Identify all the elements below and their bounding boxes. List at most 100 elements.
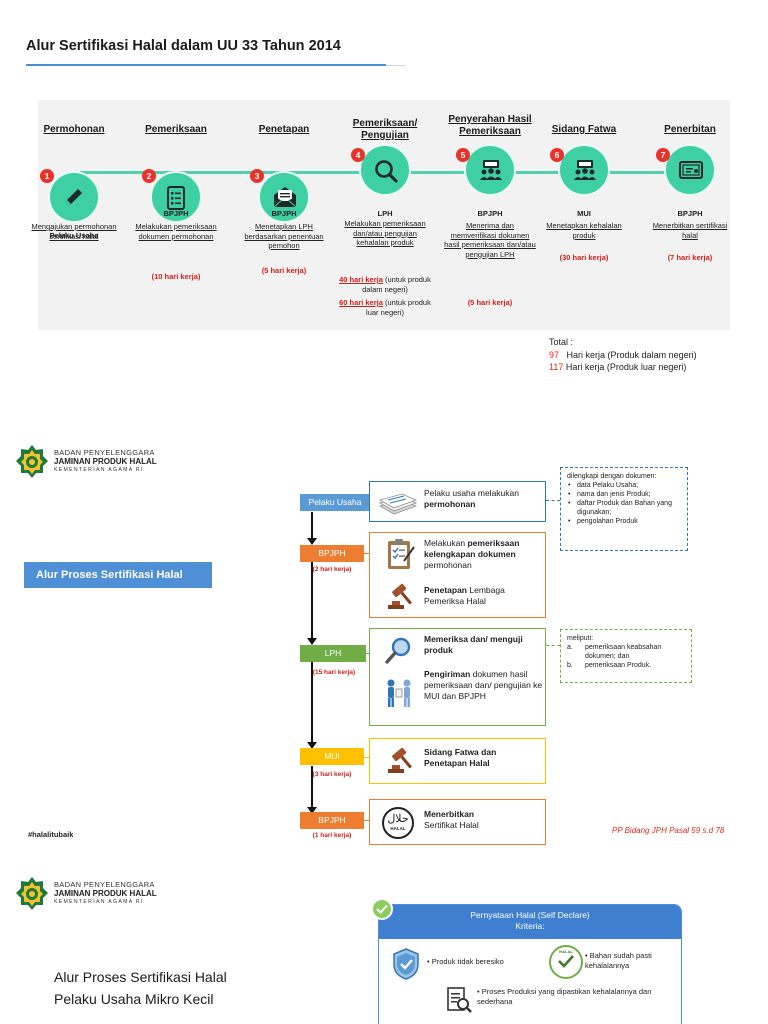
step-description: Menetapkan kehalalan produk <box>546 221 622 240</box>
step-actor: MUI <box>577 209 591 218</box>
step-actor: BPJPH <box>163 209 189 218</box>
step-number-badge: 7 <box>656 148 670 162</box>
step-circle <box>464 144 516 196</box>
note-heading: meliputi: <box>567 635 594 642</box>
note-item: pengolahan Produk <box>567 517 681 526</box>
papers-stack-icon <box>378 493 418 515</box>
step-duration: (7 hari kerja) <box>667 253 713 262</box>
step-circle <box>359 144 411 196</box>
checklist-icon <box>167 186 185 210</box>
flow-line <box>311 512 313 542</box>
step-circle <box>558 144 610 196</box>
step-title: Permohonan <box>43 124 105 135</box>
box-text-plain: permohonan <box>424 560 472 570</box>
process-panel <box>38 100 730 330</box>
title-underline-tail <box>386 65 406 66</box>
step-title: Penyerahan Hasil Pemeriksaan <box>448 114 532 137</box>
note-item: a.pemeriksaan keabsahan dokumen; dan <box>567 643 685 661</box>
step-title: Sidang Fatwa <box>551 124 617 135</box>
halal-logo-icon: حلال HALAL <box>382 807 414 839</box>
check-circle-icon <box>371 898 393 920</box>
box-text-plain: Melakukan <box>424 538 468 548</box>
box-text: Pelaku usaha melakukan permohonan <box>424 488 544 510</box>
magnifier-icon <box>375 160 398 183</box>
halal-label: HALAL <box>390 826 406 831</box>
halal-certified-badge-icon: HALAL <box>549 945 583 979</box>
step-duration-domestic: 40 hari kerja (untuk produk dalam negeri… <box>337 275 433 294</box>
box-text-plain: Lembaga Pemeriksa Halal <box>424 585 505 606</box>
self-declare-card: Pernyataan Halal (Self Declare) Kriteria… <box>378 904 682 1024</box>
logo-line-3: KEMENTERIAN AGAMA RI <box>54 467 144 473</box>
note-dokumen: dilengkapi dengan dokumen: data Pelaku U… <box>560 467 688 551</box>
connector <box>364 757 370 758</box>
actor-bpjph-final: BPJPH <box>300 812 364 829</box>
note-meliputi: meliputi: a.pemeriksaan keabsahan dokume… <box>560 629 692 683</box>
duration-note: (untuk produk luar negeri) <box>366 298 431 317</box>
self-declare-header: Pernyataan Halal (Self Declare) Kriteria… <box>379 905 681 939</box>
actor-days: (2 hari kerja) <box>312 566 352 573</box>
hashtag: #halalitubaik <box>28 830 74 839</box>
box-text-plain: Pelaku usaha melakukan <box>424 488 519 498</box>
step-duration: (10 hari kerja) <box>151 272 201 281</box>
self-declare-title: Pernyataan Halal (Self Declare) <box>470 910 590 920</box>
logo-line-1: BADAN PENYELENGGARA <box>54 880 155 889</box>
note-connector <box>546 645 560 646</box>
actor-pelaku-usaha: Pelaku Usaha <box>300 494 370 511</box>
bpjph-logo: BADAN PENYELENGGARA JAMINAN PRODUK HALAL… <box>14 444 164 484</box>
halal-arabic-mark: حلال <box>387 812 409 825</box>
connector <box>364 820 370 821</box>
box-text-a: Memeriksa dan/ menguji produk <box>424 634 523 655</box>
logo-line-3: KEMENTERIAN AGAMA RI <box>54 899 144 905</box>
umk-title-line-1: Alur Proses Sertifikasi Halal <box>54 969 227 985</box>
step-description: Melakukan pemeriksaan dan/atau pengujian… <box>344 219 426 247</box>
step-pemeriksaan: Pemeriksaan 2 BPJPH Melakukan pemeriksaa… <box>128 124 224 314</box>
certificate-icon <box>679 161 703 179</box>
flow-line <box>311 562 313 642</box>
note-item-text: pemeriksaan Produk. <box>585 662 652 669</box>
magnifier-icon <box>385 637 411 664</box>
step-duration: (30 hari kerja) <box>559 253 609 262</box>
alur-proses-button[interactable]: Alur Proses Sertifikasi Halal <box>24 562 212 588</box>
step-penetapan: Penetapan 3 BPJPH Menetapkan LPH berdasa… <box>236 124 332 314</box>
note-item: data Pelaku Usaha; <box>567 481 681 490</box>
box-text-bold: Penetapan <box>424 585 467 595</box>
total-text: Hari kerja (Produk dalam negeri) <box>566 349 697 360</box>
flow-line <box>311 766 313 811</box>
note-item: nama dan jenis Produk; <box>567 490 681 499</box>
envelope-icon <box>273 187 297 208</box>
bpjph-logo-bottom: BADAN PENYELENGGARA JAMINAN PRODUK HALAL… <box>14 876 164 916</box>
duration-value: 60 hari kerja <box>339 298 383 307</box>
step-duration: (5 hari kerja) <box>261 266 307 275</box>
box-text-bold: permohonan <box>424 499 476 509</box>
logo-line-1: BADAN PENYELENGGARA <box>54 448 155 457</box>
kemenag-emblem-icon <box>16 445 48 478</box>
step-number-badge: 3 <box>250 169 264 183</box>
shield-check-icon <box>393 948 419 980</box>
total-line-foreign: 117 Hari kerja (Produk luar negeri) <box>549 361 697 374</box>
step-circle <box>150 171 202 223</box>
step-duration-foreign: 60 hari kerja (untuk produk luar negeri) <box>337 298 433 317</box>
flow-arrow <box>307 538 317 545</box>
gavel-icon <box>388 747 412 773</box>
note-item: b.pemeriksaan Produk. <box>567 661 685 670</box>
logo-line-2: JAMINAN PRODUK HALAL <box>54 457 157 466</box>
step-actor: BPJPH <box>271 209 297 218</box>
meeting-icon <box>480 160 502 180</box>
kemenag-emblem-icon <box>16 877 48 910</box>
step-circle <box>664 144 716 196</box>
flow-arrow <box>307 807 317 814</box>
pencil-icon <box>66 189 82 205</box>
step-description: Menerbitkan sertifikasi halal <box>652 221 728 240</box>
process-box-bpjph: Melakukan pemeriksaan kelengkapan dokume… <box>369 532 546 618</box>
box-text-b: Pengiriman dokumen hasil pemeriksaan dan… <box>424 669 544 702</box>
criteria-item-process: • Proses Produksi yang dipastikan kehala… <box>477 987 652 1006</box>
step-number-badge: 2 <box>142 169 156 183</box>
note-marker: a. <box>567 644 573 651</box>
people-delivery-icon <box>387 679 411 707</box>
step-title: Pemeriksaan/ Pengujian <box>352 118 418 141</box>
box-text-plain: Sertifikat Halal <box>424 820 479 830</box>
total-label: Total : <box>549 337 574 347</box>
step-actor: BPJPH <box>677 209 703 218</box>
connector <box>364 553 370 554</box>
